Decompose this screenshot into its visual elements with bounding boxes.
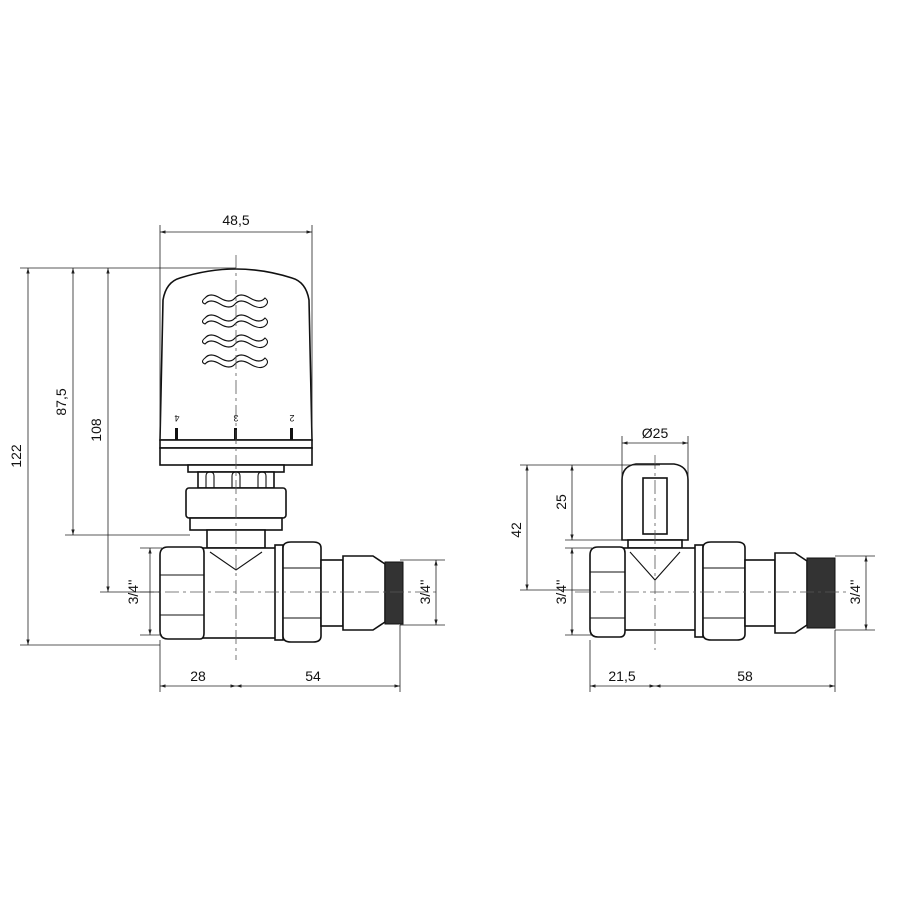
outlet-thread [384,561,404,625]
dim-outlet-thread: 3/4'' [417,580,433,605]
wave-symbol-icon [201,294,269,369]
dim-inlet-thread: 3/4'' [125,580,141,605]
valve-body [199,547,279,639]
dim-height-to-axis: 42 [508,522,524,538]
dim-outlet-thread: 3/4'' [847,580,863,605]
left-dimensions: 48,5 122 87,5 108 3/4'' 3/4'' 28 54 [8,212,445,692]
dim-total-height: 122 [8,444,24,468]
manual-valve-drawing [575,455,850,650]
dim-height-to-axis: 108 [88,418,104,442]
dim-axis-to-outlet: 54 [305,668,321,684]
scale-mark-4: 4 [174,413,179,423]
dim-height-to-nut: 87,5 [53,388,69,415]
dim-cap-height: 25 [553,494,569,510]
dim-inlet-to-axis: 28 [190,668,206,684]
dim-inlet-thread: 3/4'' [553,580,569,605]
dim-cap-diameter: Ø25 [642,425,669,441]
valve-body [621,547,698,631]
outlet-thread [806,557,836,629]
thermostatic-valve-drawing: 4 3 2 [140,255,440,660]
dim-inlet-to-axis: 21,5 [608,668,635,684]
inlet-nut [159,546,205,640]
right-dimensions: Ø25 25 42 3/4'' 3/4'' 21,5 58 [508,425,875,692]
scale-mark-2: 2 [289,413,294,423]
dim-axis-to-outlet: 58 [737,668,753,684]
outlet-nut [702,541,746,641]
dim-cap-width: 48,5 [222,212,249,228]
thermostatic-head [159,268,313,441]
